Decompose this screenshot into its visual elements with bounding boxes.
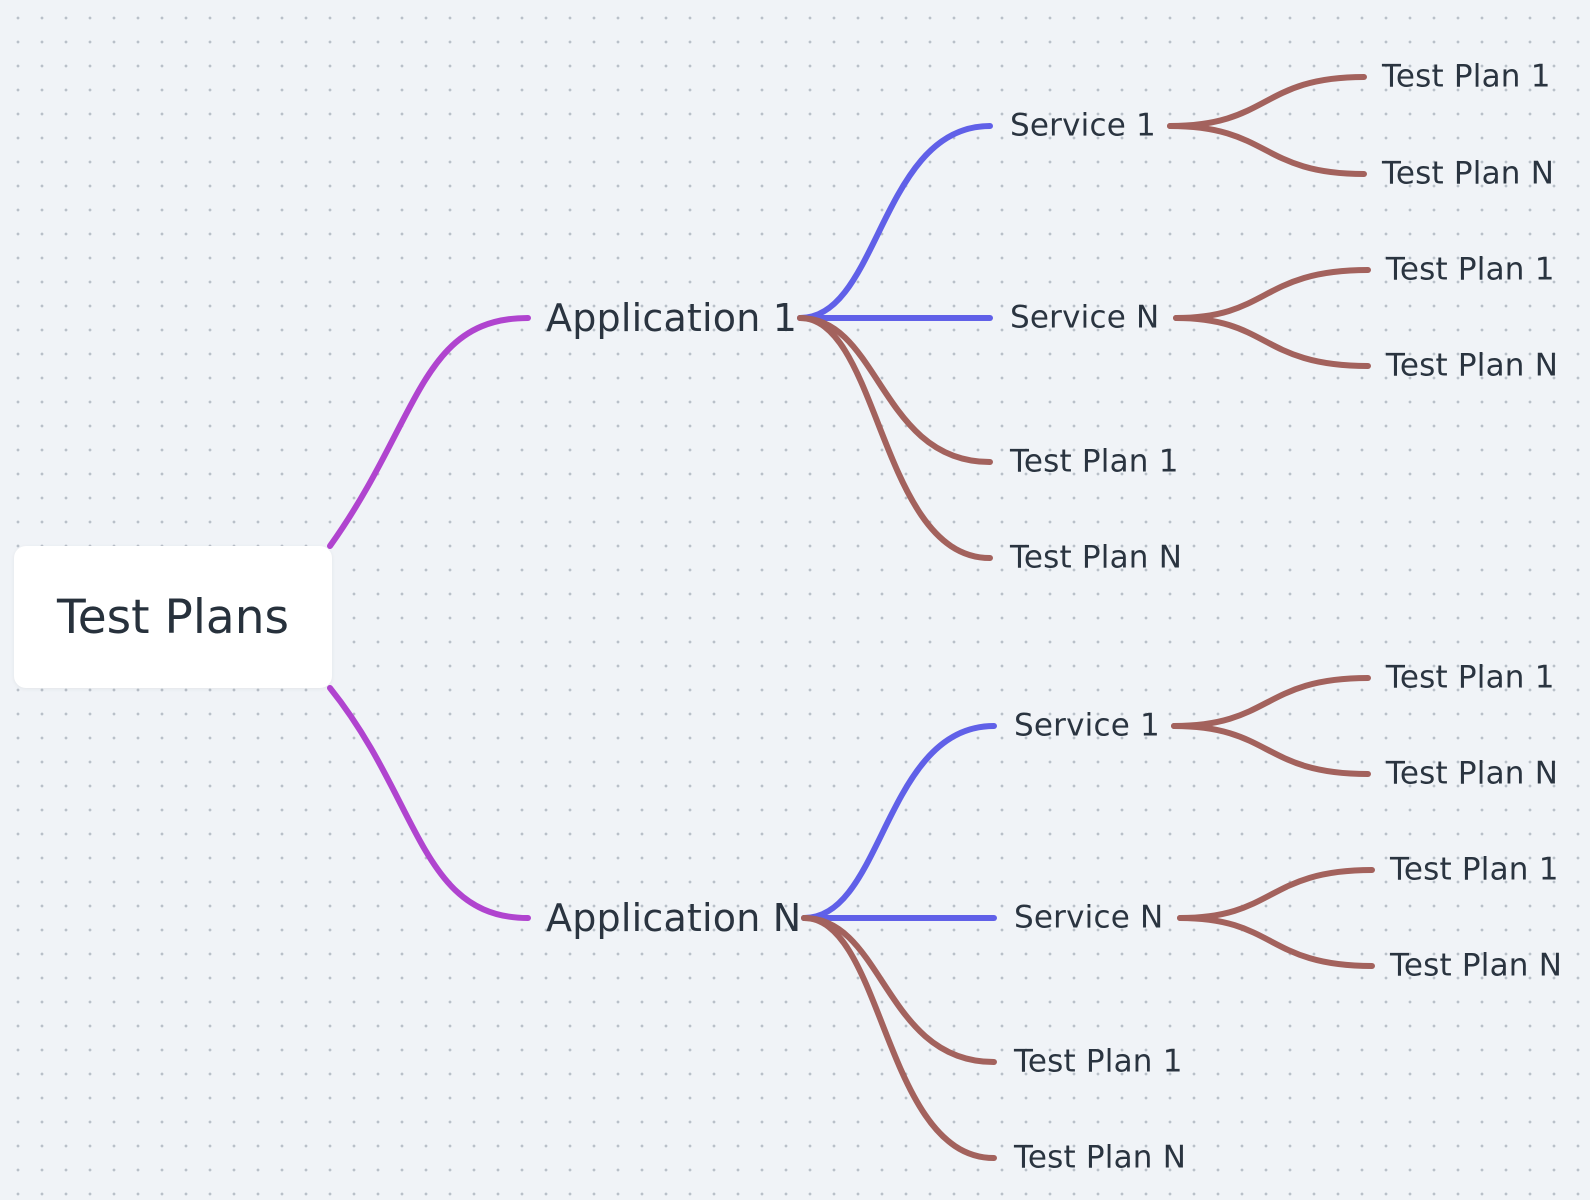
- node-app1-service1-plan-n[interactable]: Test Plan N: [1382, 155, 1555, 192]
- node-appN-service1-plan-n[interactable]: Test Plan N: [1386, 755, 1559, 792]
- root-node-label: Test Plans: [57, 589, 289, 645]
- connector-app1-sN-planN: [1173, 315, 1371, 369]
- connector-app1-s1-plan1: [1167, 74, 1367, 129]
- connector-appN-planN: [801, 915, 997, 1161]
- node-app1-plan-n[interactable]: Test Plan N: [1010, 539, 1183, 576]
- connector-appN-plan1: [801, 915, 997, 1065]
- node-application-n[interactable]: Application N: [546, 896, 802, 940]
- connector-appN-service1: [801, 723, 997, 921]
- connector-app1-planN: [797, 315, 993, 561]
- connector-appN-s1-planN: [1171, 723, 1371, 777]
- node-app1-serviceN-plan-n[interactable]: Test Plan N: [1386, 347, 1559, 384]
- connector-appN-sN-plan1: [1177, 867, 1375, 921]
- node-app1-service1-plan-1[interactable]: Test Plan 1: [1382, 58, 1551, 95]
- node-app1-service-n[interactable]: Service N: [1010, 299, 1160, 336]
- connector-app1-sN-plan1: [1173, 267, 1371, 321]
- connector-root-appN: [327, 685, 531, 921]
- node-appN-service-1[interactable]: Service 1: [1014, 707, 1160, 744]
- node-appN-plan-n[interactable]: Test Plan N: [1014, 1139, 1187, 1176]
- node-appN-plan-1[interactable]: Test Plan 1: [1014, 1043, 1183, 1080]
- node-appN-service-n[interactable]: Service N: [1014, 899, 1164, 936]
- node-app1-service-1[interactable]: Service 1: [1010, 107, 1156, 144]
- node-appN-service1-plan-1[interactable]: Test Plan 1: [1386, 659, 1555, 696]
- connector-app1-plan1: [797, 315, 993, 465]
- connector-appN-sN-planN: [1177, 915, 1375, 969]
- node-application-1[interactable]: Application 1: [546, 296, 798, 340]
- node-appN-serviceN-plan-n[interactable]: Test Plan N: [1390, 947, 1563, 984]
- root-node[interactable]: Test Plans: [14, 546, 332, 688]
- node-app1-serviceN-plan-1[interactable]: Test Plan 1: [1386, 251, 1555, 288]
- connector-appN-s1-plan1: [1171, 675, 1371, 729]
- node-app1-plan-1[interactable]: Test Plan 1: [1010, 443, 1179, 480]
- connector-app1-service1: [797, 123, 993, 321]
- node-appN-serviceN-plan-1[interactable]: Test Plan 1: [1390, 851, 1559, 888]
- connector-root-app1: [327, 315, 531, 549]
- connector-app1-s1-planN: [1167, 123, 1367, 177]
